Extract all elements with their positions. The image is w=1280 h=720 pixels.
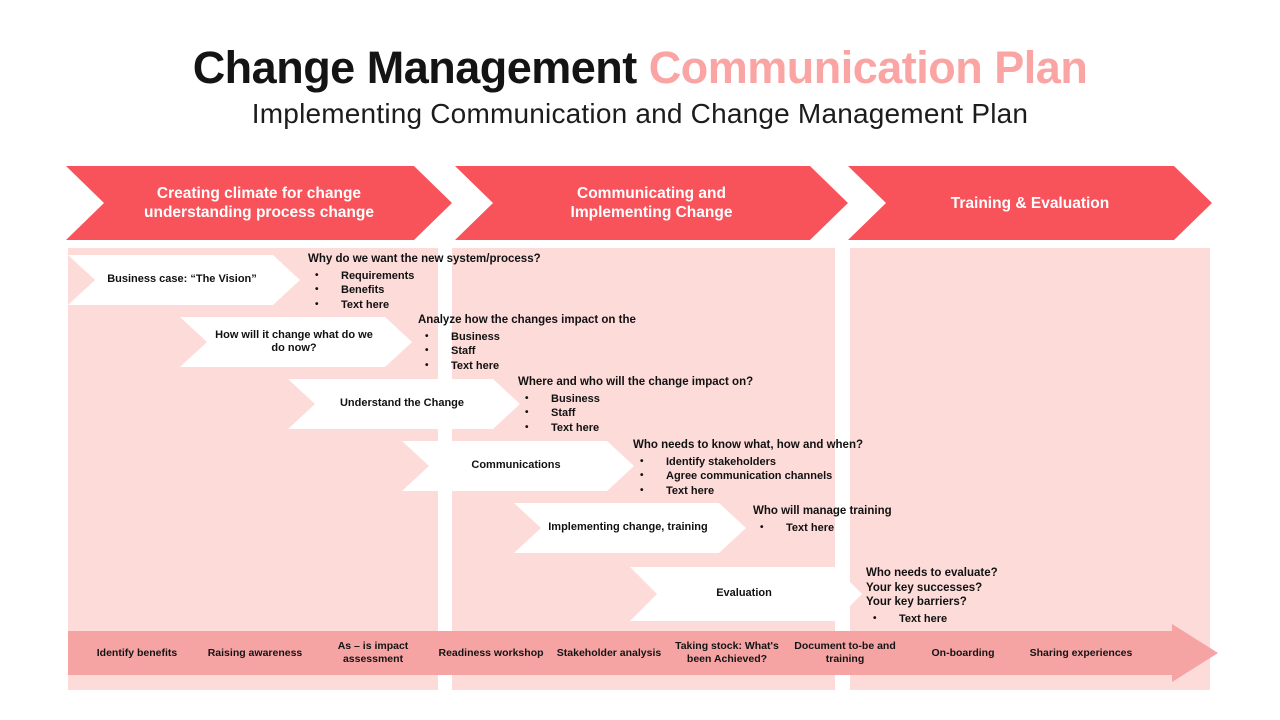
cascade-arrow-label: Understand the Change bbox=[339, 397, 465, 410]
title-pink-part: Communication Plan bbox=[648, 42, 1088, 93]
cascade-bullet-list: •Text here bbox=[866, 612, 1166, 627]
cascade-arrow-communications[interactable]: Communications bbox=[402, 441, 634, 491]
cascade-heading: Your key successes? bbox=[866, 581, 983, 594]
page-subtitle: Implementing Communication and Change Ma… bbox=[251, 98, 1029, 129]
phase-header-label: Communicating and Implementing Change bbox=[570, 185, 733, 221]
timeline-item-sharing-experiences[interactable]: Sharing experiences bbox=[1029, 646, 1133, 659]
phase-header-label: Creating climate for change understandin… bbox=[144, 185, 374, 221]
timeline-item-identify-benefits[interactable]: Identify benefits bbox=[96, 646, 178, 659]
bullet-item: •Agree communication channels bbox=[633, 469, 933, 484]
bullet-dot: • bbox=[640, 484, 644, 496]
bullet-item: •Benefits bbox=[308, 283, 608, 298]
cascade-bullet-list: •Requirements •Benefits •Text here bbox=[308, 269, 608, 313]
cascade-arrow-understand-change[interactable]: Understand the Change bbox=[288, 379, 520, 429]
bullet-dot: • bbox=[873, 612, 877, 624]
page-title: Change Management Communication Plan bbox=[0, 42, 1280, 94]
timeline-item-stakeholder-analysis[interactable]: Stakeholder analysis bbox=[556, 646, 662, 659]
cascade-text-implementing-change: Who will manage training •Text here bbox=[753, 504, 1053, 535]
cascade-text-how-will-it-change: Analyze how the changes impact on the •B… bbox=[418, 313, 718, 373]
cascade-text-evaluation: Who needs to evaluate? Your key successe… bbox=[866, 566, 1166, 626]
phase-header-training-evaluation[interactable]: Training & Evaluation bbox=[848, 166, 1212, 240]
bullet-item: •Text here bbox=[753, 521, 1053, 536]
bullet-dot: • bbox=[525, 407, 529, 418]
cascade-heading: Who needs to evaluate? bbox=[866, 567, 998, 579]
bullet-dot: • bbox=[525, 392, 529, 404]
cascade-arrow-label: Business case: “The Vision” bbox=[107, 273, 257, 286]
cascade-heading: Why do we want the new system/process? bbox=[308, 253, 541, 265]
bullet-item: •Staff bbox=[418, 344, 718, 359]
cascade-text-communications: Who needs to know what, how and when? •I… bbox=[633, 438, 933, 498]
bullet-item: •Text here bbox=[418, 359, 718, 374]
cascade-arrow-implementing-change[interactable]: Implementing change, training bbox=[514, 503, 746, 553]
cascade-arrow-evaluation[interactable]: Evaluation bbox=[630, 567, 862, 621]
bullet-dot: • bbox=[425, 330, 429, 342]
phase-panel-1 bbox=[68, 248, 438, 690]
title-black-part: Change Management bbox=[192, 42, 649, 93]
phase-header-label: Training & Evaluation bbox=[950, 194, 1110, 212]
cascade-text-business-case: Why do we want the new system/process? •… bbox=[308, 252, 608, 312]
bullet-item: •Text here bbox=[866, 612, 1166, 627]
bullet-dot: • bbox=[315, 269, 319, 281]
timeline-item-on-boarding[interactable]: On-boarding bbox=[931, 646, 995, 659]
phase-header-communicating[interactable]: Communicating and Implementing Change bbox=[455, 166, 848, 240]
cascade-heading: Who needs to know what, how and when? bbox=[633, 439, 863, 451]
bullet-dot: • bbox=[425, 345, 429, 356]
bullet-item: •Business bbox=[418, 330, 718, 345]
bullet-dot: • bbox=[315, 284, 319, 295]
bullet-item: •Text here bbox=[308, 298, 608, 313]
timeline-item-document-to-be[interactable]: Document to-be and training bbox=[794, 640, 896, 665]
bullet-item: •Staff bbox=[518, 406, 818, 421]
cascade-heading: Your key barriers? bbox=[866, 596, 967, 608]
timeline-items: Identify benefits Raising awareness As –… bbox=[78, 631, 1140, 675]
bullet-item: •Requirements bbox=[308, 269, 608, 284]
cascade-arrow-label: Evaluation bbox=[716, 587, 772, 600]
cascade-arrow-label: Communications bbox=[471, 459, 561, 472]
bullet-dot: • bbox=[315, 298, 319, 310]
cascade-bullet-list: •Text here bbox=[753, 521, 1053, 536]
cascade-heading: Analyze how the changes impact on the bbox=[418, 314, 636, 326]
cascade-arrow-how-will-it-change[interactable]: How will it change what do we do now? bbox=[180, 317, 412, 367]
bullet-dot: • bbox=[640, 470, 644, 481]
timeline-item-readiness-workshop[interactable]: Readiness workshop bbox=[438, 646, 544, 659]
bullet-item: •Text here bbox=[633, 484, 933, 499]
bullet-item: •Text here bbox=[518, 421, 818, 436]
cascade-heading: Where and who will the change impact on? bbox=[518, 376, 754, 388]
cascade-arrow-business-case[interactable]: Business case: “The Vision” bbox=[68, 255, 300, 305]
cascade-arrow-label: How will it change what do we do now? bbox=[215, 328, 373, 354]
phase-panel-3 bbox=[850, 248, 1210, 690]
bullet-dot: • bbox=[640, 455, 644, 467]
cascade-heading: Who will manage training bbox=[753, 505, 892, 517]
bullet-dot: • bbox=[760, 521, 764, 533]
timeline-band[interactable]: Identify benefits Raising awareness As –… bbox=[68, 624, 1218, 682]
cascade-bullet-list: •Business •Staff •Text here bbox=[518, 392, 818, 436]
bullet-item: •Business bbox=[518, 392, 818, 407]
bullet-dot: • bbox=[525, 421, 529, 433]
cascade-text-understand-change: Where and who will the change impact on?… bbox=[518, 375, 818, 435]
phase-header-creating-climate[interactable]: Creating climate for change understandin… bbox=[66, 166, 452, 240]
cascade-bullet-list: •Business •Staff •Text here bbox=[418, 330, 718, 374]
timeline-item-as-is-impact[interactable]: As – is impact assessment bbox=[337, 640, 409, 665]
bullet-item: •Identify stakeholders bbox=[633, 455, 933, 470]
bullet-dot: • bbox=[425, 359, 429, 371]
cascade-bullet-list: •Identify stakeholders •Agree communicat… bbox=[633, 455, 933, 499]
cascade-arrow-label: Implementing change, training bbox=[548, 521, 708, 534]
timeline-item-taking-stock[interactable]: Taking stock: What's been Achieved? bbox=[675, 640, 779, 665]
timeline-item-raising-awareness[interactable]: Raising awareness bbox=[207, 646, 303, 659]
